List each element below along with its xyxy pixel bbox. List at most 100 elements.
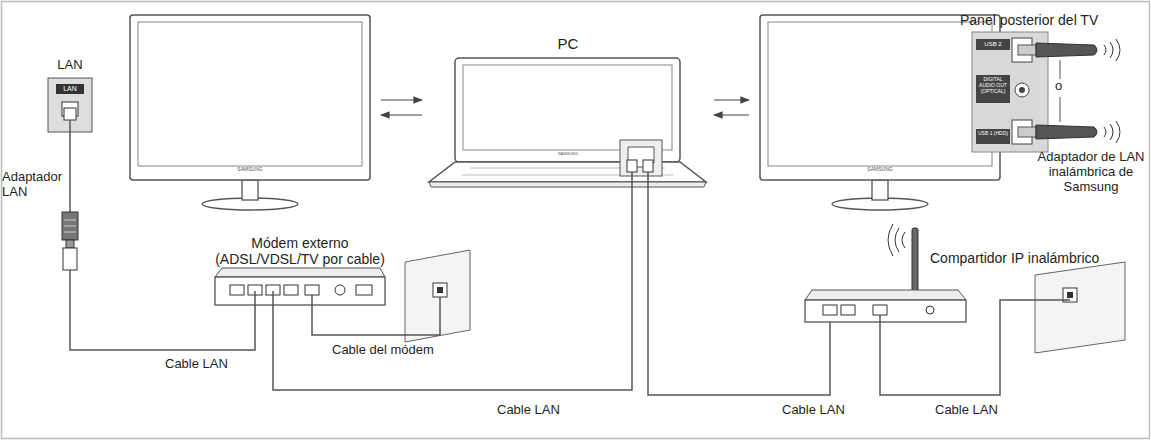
laptop-drawing bbox=[429, 58, 706, 187]
lan-port-drawing bbox=[64, 108, 76, 120]
modem-drawing bbox=[356, 285, 372, 295]
device-label: Adaptador LAN bbox=[2, 170, 68, 200]
wireless-router: Compartidor IP inalámbrico bbox=[800, 220, 1110, 322]
router-drawing bbox=[926, 306, 934, 314]
tv-left-drawing bbox=[242, 180, 258, 200]
laptop-pc: PC SAMSUNG bbox=[428, 35, 708, 190]
router-drawing bbox=[805, 300, 966, 322]
flow-arrow bbox=[714, 114, 749, 115]
lan-adapter-drawing bbox=[64, 232, 76, 233]
lan-port-callout: LAN LAN bbox=[44, 58, 96, 140]
wall-outlet-drawing bbox=[1067, 292, 1073, 298]
panel-title: Panel posterior del TV bbox=[960, 12, 1150, 28]
pc-port-zoom bbox=[631, 172, 633, 190]
tv-rear-panel-drawing bbox=[1015, 83, 1029, 97]
rear-panel: Panel posterior del TVUSB 2DIGITAL AUDIO… bbox=[958, 12, 1050, 152]
tv-right-drawing bbox=[768, 22, 992, 166]
router-drawing bbox=[841, 305, 855, 315]
router-drawing bbox=[873, 305, 887, 315]
lan-adapter-drawing bbox=[64, 220, 76, 221]
modem-drawing bbox=[215, 268, 385, 307]
tv-screen: SAMSUNG bbox=[125, 12, 375, 217]
port-label: LAN bbox=[44, 58, 96, 73]
lan-port-drawing bbox=[56, 84, 84, 94]
pc-port-zoom bbox=[620, 140, 662, 176]
lan-cable bbox=[273, 190, 632, 390]
static-cable bbox=[312, 295, 1070, 395]
laptop-drawing bbox=[429, 162, 706, 182]
wireless-dongle-drawing bbox=[1018, 39, 1120, 143]
pc-port-zoom bbox=[627, 160, 637, 172]
modem-drawing bbox=[254, 291, 256, 307]
cable-label: Cable LAN bbox=[497, 403, 560, 418]
tv-rear-panel-drawing bbox=[1019, 87, 1025, 93]
device-label: Compartidor IP inalámbrico bbox=[930, 250, 1110, 266]
brand-logo: SAMSUNG bbox=[428, 152, 708, 157]
laptop-drawing bbox=[463, 65, 672, 150]
lan-adapter-drawing bbox=[62, 212, 78, 240]
tv-screen: SAMSUNG bbox=[755, 12, 1005, 217]
lan-port-drawing bbox=[48, 78, 92, 140]
wireless-dongle-drawing bbox=[1060, 60, 1061, 79]
lan-adapter-drawing bbox=[69, 270, 71, 280]
wireless-dongle-drawing bbox=[1036, 43, 1097, 57]
wireless-dongle-drawing bbox=[1104, 121, 1120, 143]
modem-drawing bbox=[335, 285, 345, 295]
device-label: PC bbox=[428, 35, 708, 52]
router-drawing bbox=[823, 305, 837, 315]
external-modem: Módem externo (ADSL/VDSL/TV por cable) bbox=[200, 235, 400, 307]
tv-rear-panel-drawing bbox=[976, 75, 1010, 103]
static-cable bbox=[312, 295, 440, 335]
lan-cable bbox=[648, 190, 830, 395]
modem-drawing bbox=[284, 285, 298, 295]
modem-drawing bbox=[272, 291, 274, 307]
wireless-dongle-drawing bbox=[1104, 39, 1120, 61]
lan-adapter-drawing bbox=[66, 240, 74, 248]
tv-left-drawing bbox=[138, 22, 362, 166]
adapter-cable bbox=[69, 140, 71, 170]
port-label: USB 2 bbox=[978, 41, 1008, 48]
cable-label: Cable LAN bbox=[782, 403, 845, 418]
tv-left-drawing bbox=[130, 15, 370, 180]
router-drawing bbox=[888, 224, 905, 256]
wireless-lan-adapter: Adaptador de LAN inalámbrica de Samsung bbox=[1032, 40, 1150, 210]
cable-label: Cable LAN bbox=[165, 357, 228, 372]
wireless-dongle-drawing bbox=[1036, 125, 1097, 139]
modem-drawing bbox=[230, 285, 244, 295]
port-label: USB 1 (HDD) bbox=[978, 131, 1008, 137]
tv-rear-panel-drawing bbox=[976, 129, 1010, 144]
cable-label: Cable del módem bbox=[332, 343, 434, 358]
flow-arrow bbox=[714, 99, 749, 100]
option-label: o bbox=[1055, 79, 1062, 94]
tv-right-drawing bbox=[872, 180, 888, 200]
wireless-dongle-drawing bbox=[1018, 127, 1036, 137]
tv-right-drawing bbox=[760, 15, 1000, 210]
port-tag: LAN bbox=[56, 85, 84, 93]
brand-logo: SAMSUNG bbox=[755, 167, 1005, 173]
wall-outlet-drawing bbox=[433, 283, 447, 297]
pc-port-zoom bbox=[620, 140, 662, 190]
wireless-dongle-drawing bbox=[1018, 45, 1036, 55]
cable-label: Cable LAN bbox=[935, 403, 998, 418]
lan-adapter: Adaptador LAN bbox=[2, 170, 82, 280]
router-drawing bbox=[912, 228, 918, 292]
wall-outlet-drawing bbox=[405, 250, 1125, 353]
device-label: Módem externo (ADSL/VDSL/TV por cable) bbox=[200, 235, 400, 267]
modem-drawing bbox=[215, 268, 385, 277]
brand-logo: SAMSUNG bbox=[125, 167, 375, 173]
lan-port-drawing bbox=[69, 120, 71, 140]
wall-outlet-drawing bbox=[437, 287, 443, 293]
flow-arrow bbox=[381, 99, 422, 100]
wireless-dongle-drawing bbox=[1060, 97, 1061, 122]
pc-port-zoom bbox=[647, 172, 649, 190]
lan-adapter-drawing bbox=[62, 170, 78, 280]
tv-left-drawing bbox=[130, 15, 370, 210]
tv-right-drawing bbox=[760, 15, 1000, 180]
port-label: DIGITAL AUDIO OUT (OPTICAL) bbox=[978, 77, 1008, 94]
lan-adapter-drawing bbox=[63, 248, 77, 270]
pc-port-zoom bbox=[643, 160, 653, 172]
modem-drawing bbox=[215, 277, 385, 305]
